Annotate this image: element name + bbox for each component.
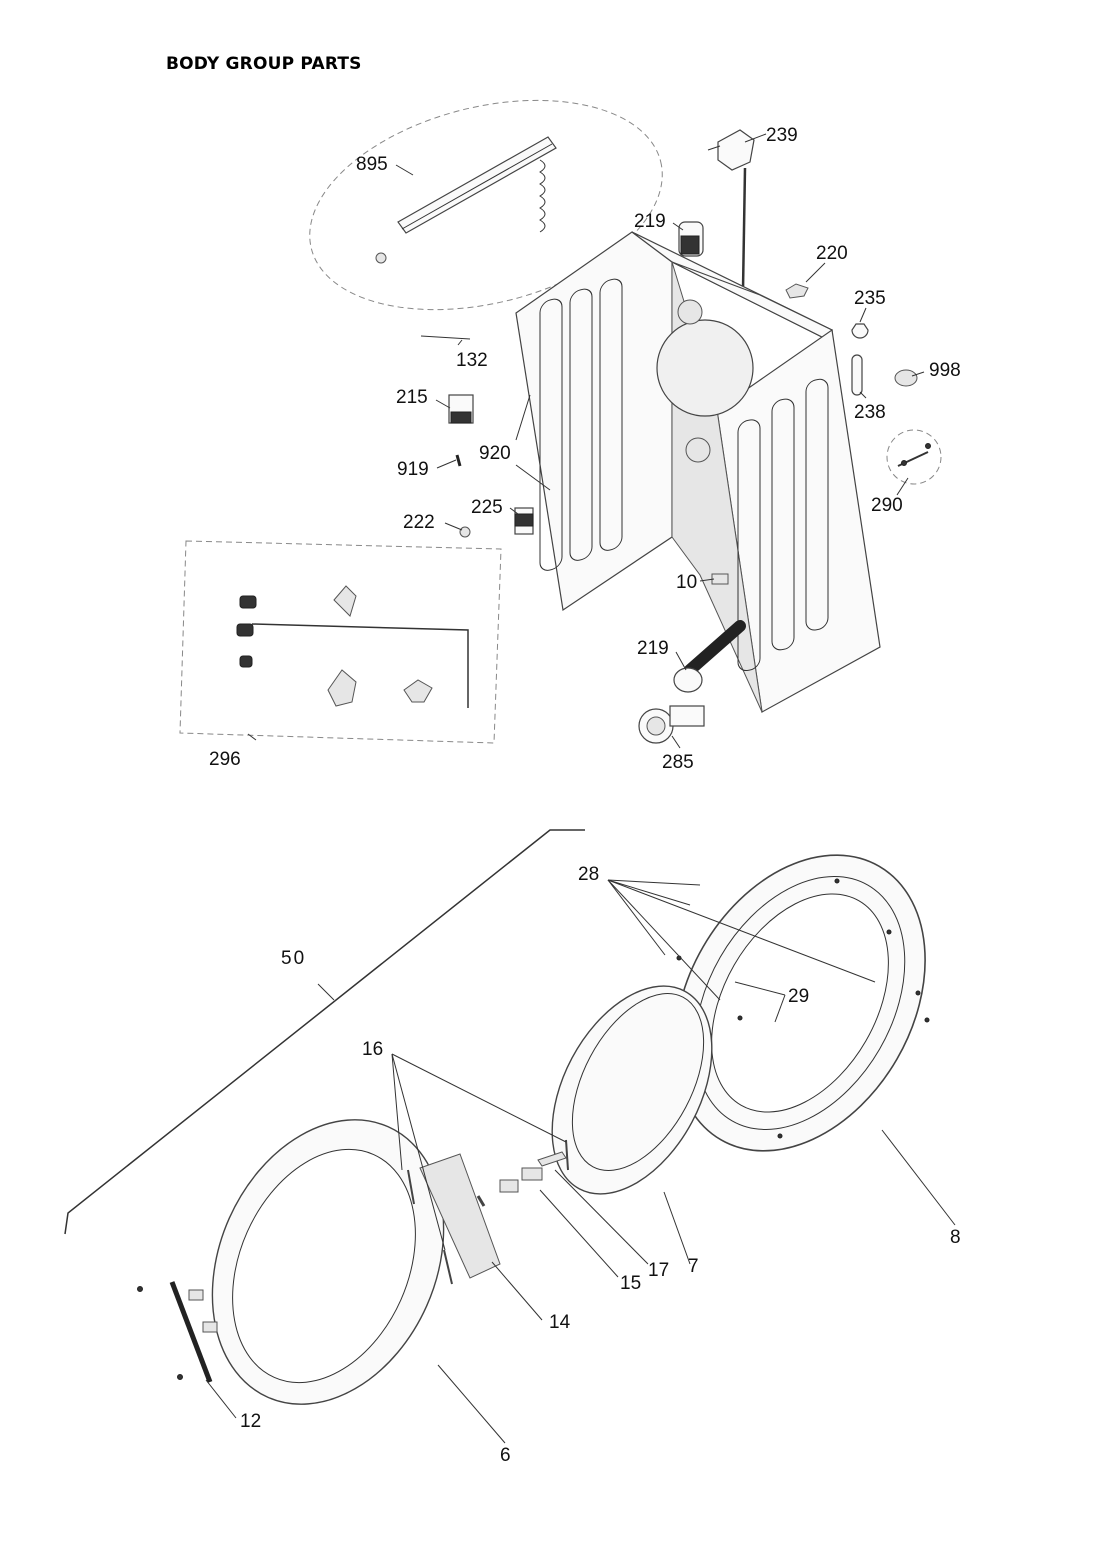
callout-14: 14: [549, 1312, 571, 1333]
part-7-door-glass: [551, 985, 713, 1195]
callout-920: 920: [479, 443, 511, 464]
callout-16: 16: [362, 1039, 383, 1060]
part-14-door-handle: [419, 1153, 501, 1279]
callout-222: 222: [403, 512, 435, 533]
part-222-nut: [459, 526, 471, 538]
callout-219: 219: [637, 638, 669, 659]
callout-29: 29: [788, 986, 809, 1007]
part-12-hinge: [137, 1281, 218, 1383]
callout-219: 219: [634, 211, 666, 232]
part-895-rear-brace: [309, 99, 663, 311]
callout-15: 15: [620, 1273, 641, 1294]
callout-6: 6: [500, 1445, 511, 1466]
part-235-clamp: [851, 323, 869, 339]
callout-10: 10: [676, 572, 697, 593]
callout-998: 998: [929, 360, 961, 381]
part-10-clip: [711, 573, 729, 585]
cabinet-body: [515, 231, 881, 713]
callout-215: 215: [396, 387, 428, 408]
part-220-bracket: [785, 283, 809, 299]
callout-225: 225: [471, 497, 503, 518]
callout-28: 28: [578, 864, 599, 885]
part-296-wiring-harness: [179, 540, 502, 744]
callout-7: 7: [688, 1256, 699, 1277]
page-title: BODY GROUP PARTS: [166, 54, 362, 74]
callout-239: 239: [766, 125, 798, 146]
part-15-16-17-lock-parts: [407, 1139, 569, 1285]
part-219-hose-bottom: [673, 620, 746, 693]
part-219-hose-top: [678, 221, 704, 257]
part-998-fitting: [894, 369, 918, 387]
leader-lines-upper: [247, 133, 925, 749]
callout-132: 132: [456, 350, 488, 371]
callout-238: 238: [854, 402, 886, 423]
leader-lines-lower: [205, 879, 956, 1444]
callout-labels: 239 895 219 220 235 132 998 238 215 920 …: [209, 125, 961, 1466]
callout-12: 12: [240, 1411, 261, 1432]
callout-895: 895: [356, 154, 388, 175]
part-215-component: [448, 394, 474, 424]
part-132-wire: [420, 335, 471, 340]
callout-235: 235: [854, 288, 886, 309]
part-290-screw-kit: [886, 429, 942, 485]
part-285-pump: [638, 705, 705, 744]
callout-50: 50: [281, 948, 306, 969]
callout-919: 919: [397, 459, 429, 480]
callout-290: 290: [871, 495, 903, 516]
part-919-pin: [455, 454, 462, 467]
callout-220: 220: [816, 243, 848, 264]
part-6-door-ring: [211, 1119, 445, 1405]
callout-8: 8: [950, 1227, 961, 1248]
part-50-door-assembly-bracket: [64, 829, 585, 1235]
callout-285: 285: [662, 752, 694, 773]
callout-17: 17: [648, 1260, 669, 1281]
part-238-latch: [851, 354, 863, 396]
part-225-filter: [514, 507, 534, 535]
part-239-power-cord: [707, 129, 755, 291]
callout-296: 296: [209, 749, 241, 770]
